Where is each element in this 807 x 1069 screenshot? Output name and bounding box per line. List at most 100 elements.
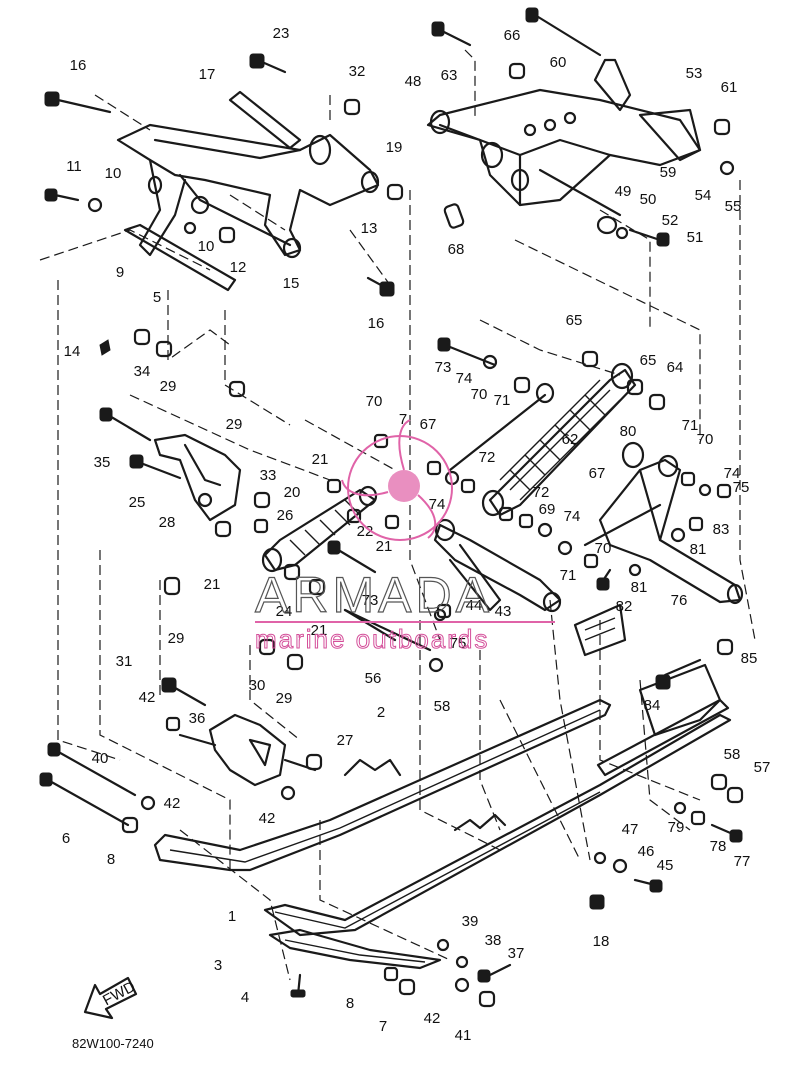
watermark-logo-icon bbox=[341, 419, 453, 541]
part-callout-21: 21 bbox=[204, 576, 221, 593]
part-callout-16: 16 bbox=[368, 315, 385, 332]
part-callout-8: 8 bbox=[346, 995, 354, 1012]
part-callout-17: 17 bbox=[199, 66, 216, 83]
part-callout-64: 64 bbox=[667, 359, 684, 376]
part-callout-61: 61 bbox=[721, 79, 738, 96]
part-callout-53: 53 bbox=[686, 65, 703, 82]
part-callout-33: 33 bbox=[260, 467, 277, 484]
part-callout-15: 15 bbox=[283, 275, 300, 292]
part-callout-18: 18 bbox=[593, 933, 610, 950]
part-callout-55: 55 bbox=[725, 198, 742, 215]
part-callout-29: 29 bbox=[160, 378, 177, 395]
bolts bbox=[39, 7, 743, 998]
part-callout-14: 14 bbox=[64, 343, 81, 360]
part-callout-76: 76 bbox=[671, 592, 688, 609]
part-callout-81: 81 bbox=[631, 579, 648, 596]
part-callout-72: 72 bbox=[533, 484, 550, 501]
part-callout-43: 43 bbox=[495, 603, 512, 620]
part-callout-26: 26 bbox=[277, 507, 294, 524]
part-callout-68: 68 bbox=[448, 241, 465, 258]
right-slide-rail bbox=[263, 663, 732, 937]
part-callout-70: 70 bbox=[366, 393, 383, 410]
part-callout-5: 5 bbox=[153, 289, 161, 306]
part-callout-23: 23 bbox=[273, 25, 290, 42]
part-callout-69: 69 bbox=[539, 501, 556, 518]
part-callout-85: 85 bbox=[741, 650, 758, 667]
part-callout-82: 82 bbox=[616, 598, 633, 615]
part-callout-73: 73 bbox=[435, 359, 452, 376]
part-callout-74: 74 bbox=[564, 508, 581, 525]
part-callout-1: 1 bbox=[228, 908, 236, 925]
part-callout-10: 10 bbox=[105, 165, 122, 182]
part-callout-16: 16 bbox=[70, 57, 87, 74]
part-callout-47: 47 bbox=[622, 821, 639, 838]
part-callout-2: 2 bbox=[377, 704, 385, 721]
part-callout-74: 74 bbox=[724, 465, 741, 482]
part-callout-74: 74 bbox=[456, 370, 473, 387]
rear-shock-absorber bbox=[448, 362, 637, 517]
part-callout-44: 44 bbox=[466, 597, 483, 614]
part-callout-42: 42 bbox=[424, 1010, 441, 1027]
part-callout-21: 21 bbox=[311, 622, 328, 639]
part-callout-41: 41 bbox=[455, 1027, 472, 1044]
part-callout-59: 59 bbox=[660, 164, 677, 181]
part-callout-42: 42 bbox=[139, 689, 156, 706]
slide-runner bbox=[268, 698, 730, 970]
part-callout-37: 37 bbox=[508, 945, 525, 962]
forward-arrow-icon: FWD bbox=[83, 976, 138, 1020]
part-callout-66: 66 bbox=[504, 27, 521, 44]
part-callout-21: 21 bbox=[376, 538, 393, 555]
part-callout-11: 11 bbox=[66, 158, 82, 175]
part-callout-70: 70 bbox=[471, 386, 488, 403]
part-callout-7: 7 bbox=[399, 411, 407, 428]
part-callout-31: 31 bbox=[116, 653, 133, 670]
part-callout-75: 75 bbox=[450, 635, 467, 652]
watermark-brand: ARMADA bbox=[255, 567, 493, 623]
part-callout-29: 29 bbox=[276, 690, 293, 707]
part-callout-78: 78 bbox=[710, 838, 727, 855]
part-callout-62: 62 bbox=[562, 431, 579, 448]
part-callout-4: 4 bbox=[241, 989, 249, 1006]
part-callout-24: 24 bbox=[276, 603, 293, 620]
part-callout-65: 65 bbox=[566, 312, 583, 329]
diagram-code: 82W100-7240 bbox=[72, 1036, 154, 1051]
rear-pivot-assembly bbox=[598, 441, 744, 605]
part-callout-3: 3 bbox=[214, 957, 222, 974]
part-callout-13: 13 bbox=[361, 220, 378, 237]
part-callout-42: 42 bbox=[164, 795, 181, 812]
part-callout-79: 79 bbox=[668, 819, 685, 836]
part-callout-49: 49 bbox=[615, 183, 632, 200]
front-arm-assembly bbox=[116, 90, 380, 292]
part-callout-52: 52 bbox=[662, 212, 679, 229]
part-callout-35: 35 bbox=[94, 454, 111, 471]
part-callout-81: 81 bbox=[690, 541, 707, 558]
part-callout-71: 71 bbox=[560, 567, 577, 584]
part-callout-39: 39 bbox=[462, 913, 479, 930]
part-callout-25: 25 bbox=[129, 494, 146, 511]
part-callout-38: 38 bbox=[485, 932, 502, 949]
part-callout-22: 22 bbox=[357, 523, 374, 540]
assembly-leader-lines bbox=[39, 49, 756, 981]
part-callout-9: 9 bbox=[116, 264, 124, 281]
part-callout-40: 40 bbox=[92, 750, 109, 767]
part-callout-83: 83 bbox=[713, 521, 730, 538]
part-callout-7: 7 bbox=[379, 1018, 387, 1035]
part-callout-12: 12 bbox=[230, 259, 247, 276]
part-callout-73: 73 bbox=[362, 592, 379, 609]
part-callout-34: 34 bbox=[134, 363, 151, 380]
part-callout-60: 60 bbox=[550, 54, 567, 71]
part-callout-75: 75 bbox=[733, 479, 750, 496]
part-callout-77: 77 bbox=[734, 853, 751, 870]
part-callout-56: 56 bbox=[365, 670, 382, 687]
part-callout-63: 63 bbox=[441, 67, 458, 84]
rear-arm-assembly bbox=[426, 58, 702, 235]
watermark: ARMADA marine outboards bbox=[254, 419, 555, 655]
center-linkage bbox=[343, 503, 662, 652]
part-callout-36: 36 bbox=[189, 710, 206, 727]
part-callout-20: 20 bbox=[284, 484, 301, 501]
part-callout-54: 54 bbox=[695, 187, 712, 204]
part-callout-58: 58 bbox=[724, 746, 741, 763]
part-callout-57: 57 bbox=[754, 759, 771, 776]
part-callout-6: 6 bbox=[62, 830, 70, 847]
